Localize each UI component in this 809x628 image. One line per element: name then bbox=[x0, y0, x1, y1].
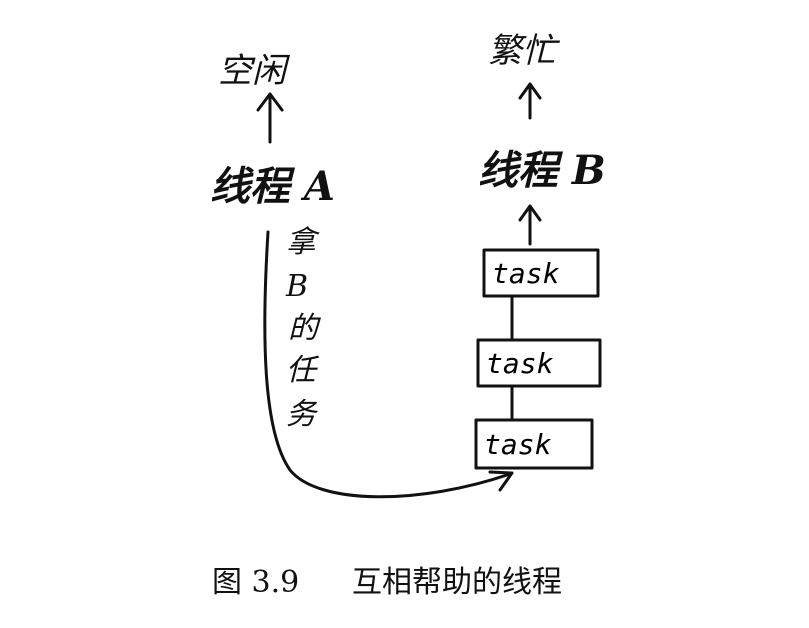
thread-a-label: 线程 A bbox=[210, 163, 335, 210]
steal-arrowhead bbox=[488, 470, 514, 492]
steal-arrow bbox=[263, 230, 512, 499]
thread-b-queue-arrow bbox=[518, 204, 542, 246]
steal-label-char: 的 bbox=[288, 311, 321, 346]
task-box bbox=[474, 418, 594, 470]
thread-b-label: 线程 B bbox=[478, 147, 606, 194]
figure-title: 互相帮助的线程 bbox=[352, 565, 562, 600]
task-label: task bbox=[492, 257, 560, 290]
steal-label-char: B bbox=[285, 269, 308, 304]
steal-label-char: 务 bbox=[286, 397, 319, 432]
task-label: task bbox=[486, 347, 554, 380]
steal-label-char: 任 bbox=[286, 353, 320, 388]
task-queue: task task task bbox=[474, 248, 602, 470]
steal-label: 拿 B 的 任 务 bbox=[285, 225, 321, 432]
steal-label-char: 拿 bbox=[286, 225, 320, 260]
figure-number: 图 3.9 bbox=[212, 565, 299, 600]
thread-a-status: 空闲 bbox=[218, 51, 291, 91]
task-label: task bbox=[484, 428, 552, 461]
task-box bbox=[482, 248, 600, 298]
thread-a-up-arrow bbox=[256, 92, 284, 144]
thread-b-status: 繁忙 bbox=[488, 31, 561, 71]
task-box bbox=[476, 338, 602, 388]
thread-b-status-arrow bbox=[518, 82, 542, 120]
